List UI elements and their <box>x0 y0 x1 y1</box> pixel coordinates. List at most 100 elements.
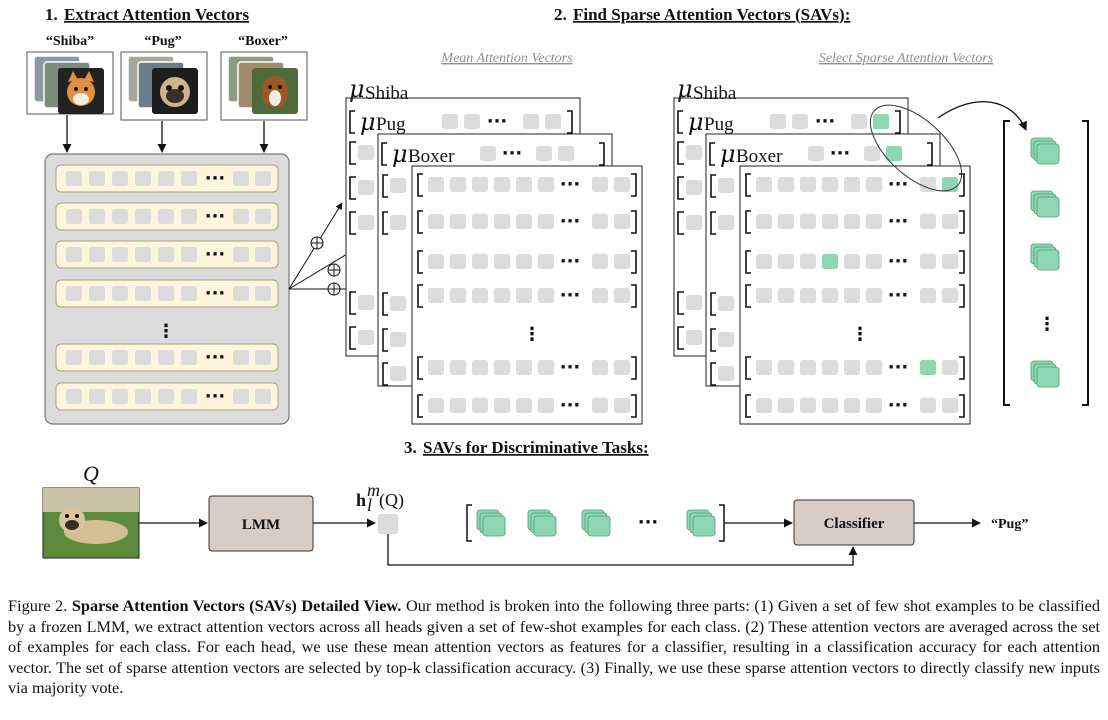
sav-vdots: ⋮ <box>1038 314 1056 335</box>
vector-cell <box>866 398 882 413</box>
row-ellipsis: ··· <box>205 244 226 265</box>
sav-stack-icon <box>581 509 611 537</box>
vector-cell <box>778 360 794 375</box>
mu-symbol: μ <box>349 75 365 103</box>
sum-symbol-2 <box>327 263 341 277</box>
vector-cell <box>866 288 882 303</box>
vector-cell <box>920 177 936 192</box>
vector-cell <box>89 286 105 301</box>
vector-cell <box>718 332 734 347</box>
vector-cell <box>516 288 532 303</box>
row-ellipsis: ··· <box>888 357 909 378</box>
vector-cell <box>66 209 82 224</box>
vector-cell <box>494 288 510 303</box>
vector-cell <box>428 288 444 303</box>
vector-cell <box>233 247 249 262</box>
vector-cell <box>472 398 488 413</box>
vector-cell <box>358 330 374 345</box>
vector-cell <box>181 389 197 404</box>
vector-cell <box>158 286 174 301</box>
row-ellipsis: ··· <box>205 386 226 407</box>
vector-cell <box>866 177 882 192</box>
vector-cell <box>494 214 510 229</box>
vector-cell <box>756 398 772 413</box>
vector-cell <box>390 215 406 230</box>
output-label: “Pug” <box>991 517 1028 532</box>
vector-cell <box>536 146 552 161</box>
vector-cell <box>756 214 772 229</box>
vector-cell <box>233 389 249 404</box>
vector-cell <box>158 247 174 262</box>
query-image <box>42 487 140 559</box>
attention-head-row: ··· <box>55 382 279 411</box>
vector-cell <box>233 171 249 186</box>
vector-cell <box>592 288 608 303</box>
section1-number: 1. <box>45 5 58 24</box>
head-output-symbol: h m l (Q) <box>356 480 404 534</box>
sav-stack-icon <box>1030 360 1060 388</box>
head-symbol-sup: m <box>367 480 380 500</box>
vector-cell <box>428 254 444 269</box>
vector-cell <box>770 114 786 129</box>
lmm-box: LMM <box>208 495 314 552</box>
attention-head-row: ··· <box>55 279 279 308</box>
row-ellipsis: ··· <box>205 283 226 304</box>
vector-cell <box>538 288 554 303</box>
attention-head-row: ··· <box>55 202 279 231</box>
vector-cell <box>472 254 488 269</box>
vector-cell <box>614 360 630 375</box>
vector-cell <box>233 350 249 365</box>
vector-cell <box>800 398 816 413</box>
mean-matrix-front: ··················⋮ <box>739 165 971 425</box>
sav-feature-vector: ··· <box>466 504 725 542</box>
vector-cell <box>942 254 958 269</box>
matrix-row: ··· <box>417 394 637 418</box>
vector-cell <box>516 360 532 375</box>
vector-cell <box>158 171 174 186</box>
vector-cell <box>866 254 882 269</box>
classifier-box: Classifier <box>793 499 915 546</box>
vector-cell <box>464 114 480 129</box>
matrix-row: ··· <box>745 210 965 234</box>
row-ellipsis: ··· <box>830 143 851 164</box>
sav-stack-icon <box>1030 190 1060 218</box>
vector-cell <box>158 389 174 404</box>
mean-vectors-title: Mean Attention Vectors <box>440 51 573 66</box>
attention-heads-panel: ·················· ⋮ <box>44 153 290 425</box>
vector-cell <box>450 288 466 303</box>
matrix-row: ··· <box>745 356 965 380</box>
vector-cell <box>135 209 151 224</box>
sav-stack-icon <box>1030 243 1060 271</box>
mu-label-pug: Pug <box>376 114 406 135</box>
vector-cell <box>112 350 128 365</box>
vector-cell <box>523 114 539 129</box>
matrix-row: ··· <box>417 210 637 234</box>
row-ellipsis: ··· <box>560 211 581 232</box>
vector-cell <box>135 171 151 186</box>
vector-cell <box>358 145 374 160</box>
lmm-label: LMM <box>242 517 280 533</box>
vector-cell <box>942 398 958 413</box>
matrix-row: ··· <box>745 394 965 418</box>
vector-cell <box>864 146 880 161</box>
vector-cell <box>112 286 128 301</box>
vector-cell <box>920 254 936 269</box>
vector-cell <box>135 247 151 262</box>
mean-matrix-front: ··················⋮ <box>411 165 643 425</box>
section1-heading: 1. Extract Attention Vectors <box>45 5 249 24</box>
vector-cell <box>844 254 860 269</box>
sav-stack-icon <box>527 509 557 537</box>
vector-cell <box>920 398 936 413</box>
section2-number: 2. <box>554 5 567 24</box>
mu-symbol: μ <box>677 75 693 103</box>
section1-title: Extract Attention Vectors <box>64 5 249 24</box>
class-label-pug: “Pug” <box>144 34 181 49</box>
vector-cell <box>942 360 958 375</box>
vector-cell <box>89 247 105 262</box>
section2-title: Find Sparse Attention Vectors (SAVs): <box>573 5 850 24</box>
vector-cell <box>756 177 772 192</box>
vector-cell <box>686 145 702 160</box>
image-stack-shiba <box>26 51 114 115</box>
vector-cell <box>390 296 406 311</box>
vector-cell <box>851 114 867 129</box>
